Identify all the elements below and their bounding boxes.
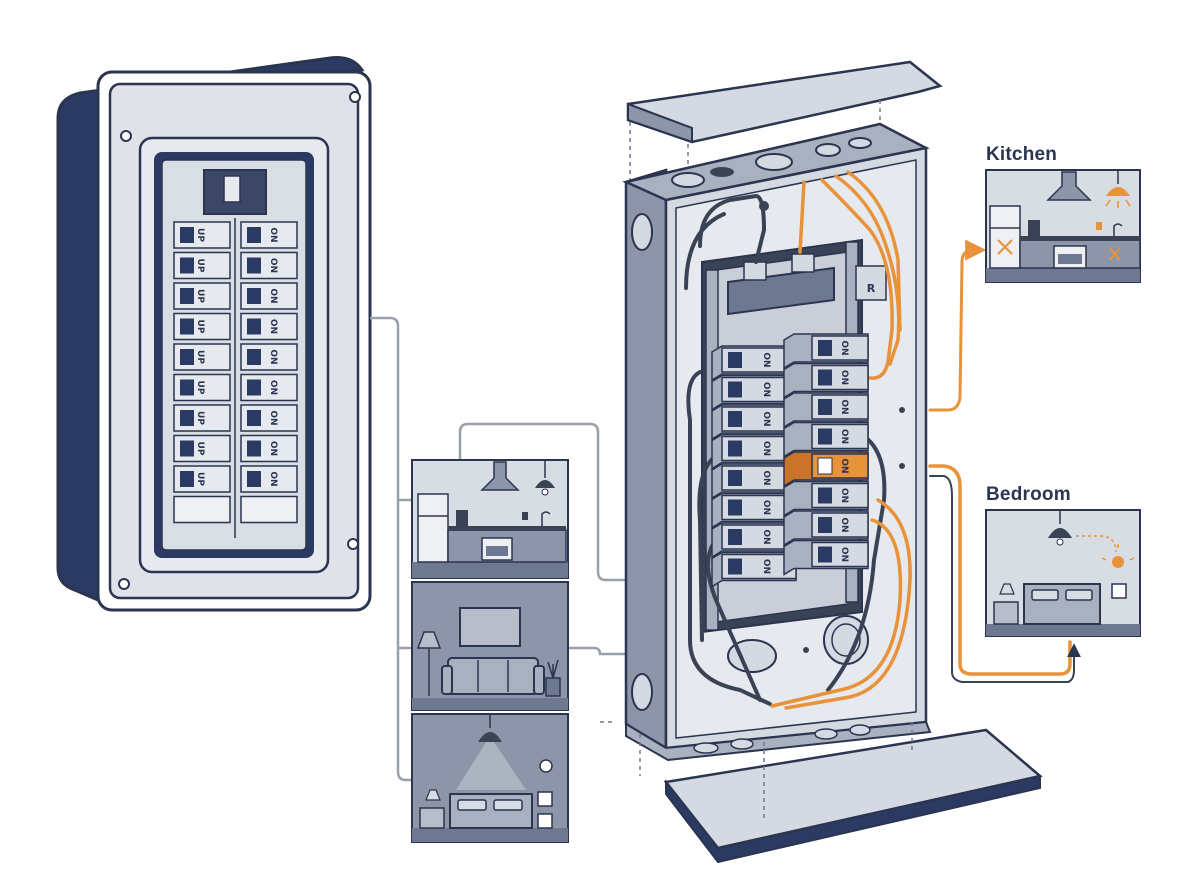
open-breaker-right[interactable]: ON: [783, 392, 869, 429]
connector-lines: [370, 316, 628, 782]
closed-breaker-right[interactable]: ON: [240, 465, 298, 493]
breaker-label: UP: [195, 259, 205, 273]
room-thumb-kitchen: [411, 459, 569, 579]
breaker-label: UP: [195, 320, 205, 334]
breaker-label: UP: [195, 381, 205, 395]
breaker-label: ON: [839, 517, 849, 532]
bottom-cover-plate: [600, 721, 1043, 864]
breaker-label: ON: [839, 429, 849, 444]
kitchen-scene: [985, 169, 1141, 283]
closed-breaker-right[interactable]: ON: [240, 312, 298, 341]
open-breaker-right[interactable]: ON: [783, 362, 869, 399]
closed-breaker-left[interactable]: UP: [173, 434, 231, 463]
closed-breaker-right[interactable]: ON: [240, 221, 298, 249]
closed-breaker-left[interactable]: UP: [173, 465, 231, 493]
open-breaker-right[interactable]: ON: [783, 510, 869, 547]
breaker-label: ON: [839, 370, 849, 385]
breaker-label: UP: [195, 472, 205, 486]
closed-breaker-right[interactable]: ON: [240, 373, 298, 402]
breaker-label: ON: [268, 319, 278, 334]
breaker-label: ON: [839, 488, 849, 503]
breaker-label: ON: [839, 547, 849, 562]
blank-slot: [173, 495, 231, 524]
closed-breaker-right[interactable]: ON: [240, 434, 298, 463]
breaker-label: ON: [761, 382, 771, 397]
breaker-label: ON: [268, 258, 278, 273]
breaker-label: ON: [761, 411, 771, 426]
closed-breaker-left[interactable]: UP: [173, 251, 231, 280]
closed-breaker-left[interactable]: UP: [173, 282, 231, 310]
room-thumb-living: [411, 581, 569, 711]
breaker-label: ON: [268, 349, 278, 364]
closed-breaker-right[interactable]: ON: [240, 404, 298, 432]
closed-breaker-left[interactable]: UP: [173, 221, 231, 249]
breaker-label: UP: [195, 289, 205, 303]
breaker-label: UP: [195, 350, 205, 364]
breaker-label: ON: [761, 352, 771, 367]
blank-slot: [240, 495, 298, 524]
breaker-label: UP: [195, 228, 205, 242]
breaker-label: ON: [268, 410, 278, 425]
breaker-label: ON: [839, 399, 849, 414]
bedroom-label: Bedroom: [986, 484, 1071, 505]
closed-breaker-right[interactable]: ON: [240, 251, 298, 280]
open-breaker-right[interactable]: ON: [783, 421, 869, 458]
closed-breaker-left[interactable]: UP: [173, 312, 231, 341]
bedroom-scene: [985, 509, 1141, 637]
open-breaker-left[interactable]: ON: [711, 433, 797, 470]
open-breaker-right[interactable]: ON: [783, 333, 869, 370]
breaker-label: ON: [761, 500, 771, 515]
open-breaker-right[interactable]: ON: [783, 480, 869, 517]
breaker-label: ON: [761, 441, 771, 456]
breaker-label: ON: [839, 340, 849, 355]
breaker-label: ON: [268, 441, 278, 456]
output-arrows: [928, 239, 1081, 683]
breaker-label: ON: [268, 471, 278, 486]
top-cover-plate: [626, 60, 943, 190]
closed-breaker-left[interactable]: UP: [173, 404, 231, 432]
breaker-label: ON: [761, 559, 771, 574]
closed-breaker-right[interactable]: ON: [240, 343, 298, 371]
breaker-label: ON: [839, 458, 849, 473]
room-thumb-bedroom: [411, 713, 569, 843]
open-breakers: ON ON ON ON ON ON ON ON ON ON ON ON ON ON ON ON: [711, 333, 869, 588]
breaker-label: ON: [268, 380, 278, 395]
breaker-label: ON: [268, 227, 278, 242]
breaker-label: ON: [268, 288, 278, 303]
closed-breaker-left[interactable]: UP: [173, 343, 231, 371]
closed-breaker-left[interactable]: UP: [173, 373, 231, 402]
breaker-label: UP: [195, 442, 205, 456]
kitchen-label: Kitchen: [986, 144, 1057, 165]
closed-panel: UP ON UP ON UP ON UP ON UP ON UP ON UP ON UP ON UP ON: [56, 56, 372, 612]
breaker-label: ON: [761, 470, 771, 485]
open-breaker-left[interactable]: ON: [711, 463, 797, 500]
open-breaker-right-highlighted[interactable]: ON: [783, 451, 869, 488]
open-breaker-right[interactable]: ON: [783, 539, 869, 576]
breaker-label: ON: [761, 529, 771, 544]
orange-wires: [770, 170, 912, 710]
relay-label: R: [867, 282, 876, 295]
closed-breaker-right[interactable]: ON: [240, 282, 298, 310]
breaker-label: UP: [195, 411, 205, 425]
